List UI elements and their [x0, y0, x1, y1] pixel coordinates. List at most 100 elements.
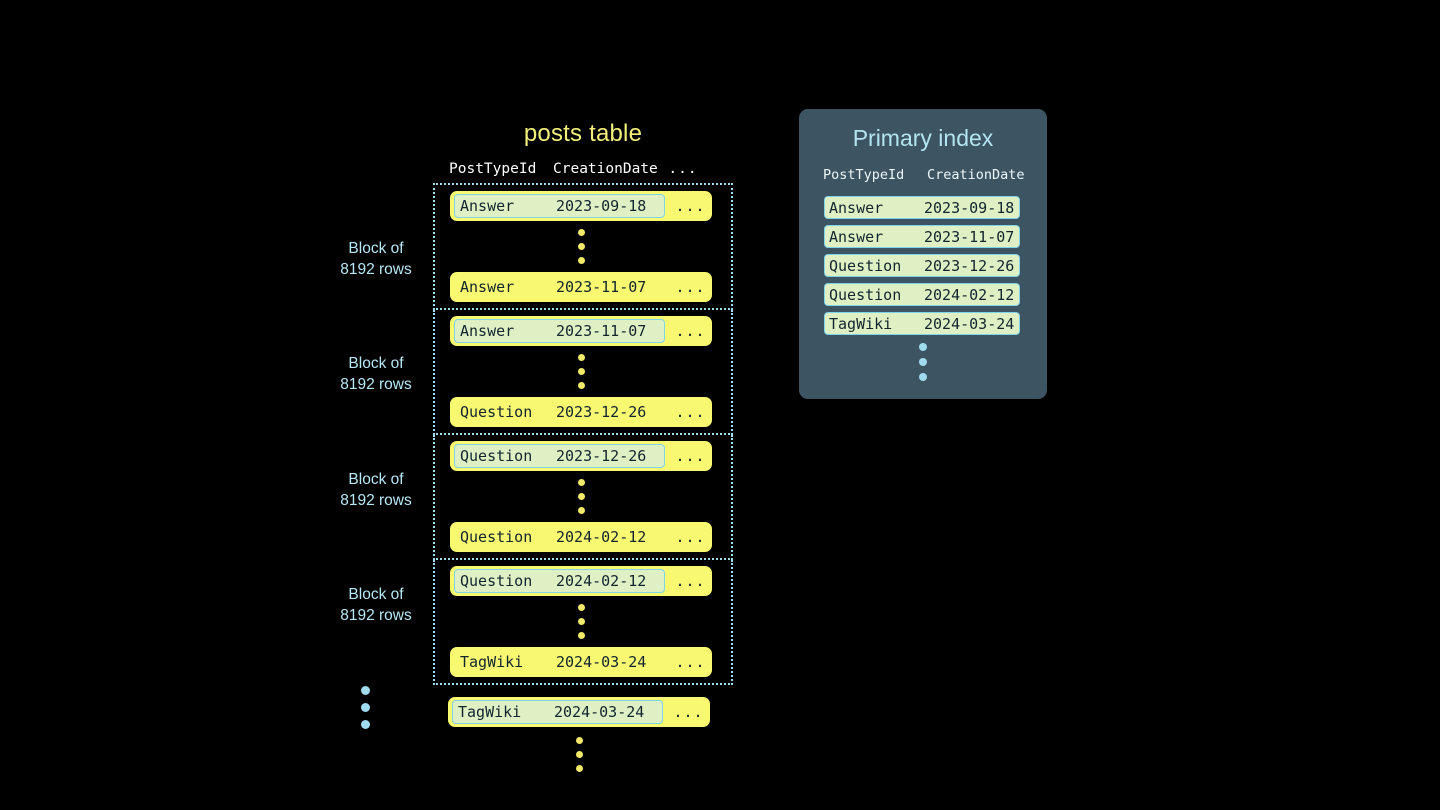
cell-posttypeid: Question [460, 572, 533, 590]
block-label-line1: Block of [348, 355, 404, 372]
index-continuation-dots [799, 343, 1047, 381]
index-mark-row: Question 2024-02-12 [824, 283, 1020, 306]
table-row: Question 2023-12-26 ... [450, 441, 712, 471]
cell-creationdate: 2024-02-12 [556, 528, 647, 546]
column-header-posttypeid: PostTypeId [449, 161, 537, 177]
cell-ellipsis: ... [675, 322, 706, 340]
cell-creationdate: 2023-12-26 [556, 447, 647, 465]
column-header-creationdate: CreationDate [927, 167, 1025, 183]
dot-icon [919, 358, 927, 366]
cell-posttypeid: Answer [460, 197, 515, 215]
table-row: Question 2023-12-26 ... [450, 397, 712, 427]
dot-icon [919, 373, 927, 381]
posts-table-title: posts table [523, 120, 643, 147]
dot-icon [577, 243, 585, 250]
dot-icon [575, 765, 583, 772]
granule-block: Answer 2023-09-18 ... Answer 2023-11-07 … [433, 183, 733, 310]
block-label-line2: 8192 rows [340, 607, 412, 624]
cell-creationdate: 2024-03-24 [556, 653, 647, 671]
dot-icon [577, 604, 585, 611]
table-row: Answer 2023-11-07 ... [450, 272, 712, 302]
row-continuation-dots [450, 221, 712, 272]
row-mark-box: Answer 2023-09-18 [454, 194, 665, 218]
cell-creationdate: 2023-12-26 [924, 256, 1015, 275]
table-row: TagWiki 2024-03-24 ... [450, 647, 712, 677]
row-continuation-dots [450, 346, 712, 397]
cell-ellipsis: ... [675, 278, 706, 296]
dot-icon [361, 720, 370, 729]
block-label: Block of 8192 rows [301, 469, 451, 511]
dot-icon [577, 257, 585, 264]
cell-posttypeid: Question [460, 528, 533, 546]
dot-icon [361, 703, 370, 712]
block-label-line1: Block of [348, 240, 404, 257]
block-label: Block of 8192 rows [301, 584, 451, 626]
row-cells: Answer 2023-11-07 [454, 275, 665, 299]
cell-creationdate: 2023-11-07 [924, 227, 1015, 246]
column-header-creationdate: CreationDate [553, 161, 658, 177]
cell-posttypeid: TagWiki [829, 314, 893, 333]
cell-creationdate: 2024-03-24 [924, 314, 1015, 333]
cell-creationdate: 2024-02-12 [924, 285, 1015, 304]
primary-index-title: Primary index [852, 125, 994, 151]
cell-ellipsis: ... [675, 528, 706, 546]
block-label-line2: 8192 rows [340, 492, 412, 509]
row-mark-box: TagWiki 2024-03-24 [452, 700, 663, 724]
cell-posttypeid: Answer [460, 278, 515, 296]
block-label: Block of 8192 rows [301, 353, 451, 395]
cell-posttypeid: Question [829, 285, 902, 304]
cell-ellipsis: ... [675, 447, 706, 465]
cell-posttypeid: Answer [460, 322, 515, 340]
dot-icon [575, 737, 583, 744]
block-label-line2: 8192 rows [340, 376, 412, 393]
dot-icon [575, 751, 583, 758]
cell-ellipsis: ... [675, 572, 706, 590]
table-row: Answer 2023-11-07 ... [450, 316, 712, 346]
cell-posttypeid: TagWiki [460, 653, 524, 671]
column-header-ellipsis: ... [668, 161, 698, 177]
cell-ellipsis: ... [673, 703, 704, 721]
table-row: Question 2024-02-12 ... [450, 522, 712, 552]
cell-creationdate: 2023-09-18 [924, 198, 1015, 217]
row-mark-box: Question 2024-02-12 [454, 569, 665, 593]
cell-posttypeid: Question [829, 256, 902, 275]
table-row: TagWiki 2024-03-24 ... [448, 697, 710, 727]
dot-icon [577, 618, 585, 625]
dot-icon [577, 493, 585, 500]
block-label-line1: Block of [348, 586, 404, 603]
row-continuation-dots [450, 596, 712, 647]
dot-icon [361, 686, 370, 695]
dot-icon [577, 382, 585, 389]
granule-block: Question 2023-12-26 ... Question 2024-02… [433, 435, 733, 560]
cell-posttypeid: TagWiki [458, 703, 522, 721]
cell-creationdate: 2023-11-07 [556, 322, 647, 340]
dot-icon [577, 507, 585, 514]
row-continuation-dots [450, 471, 712, 522]
cell-creationdate: 2024-02-12 [556, 572, 647, 590]
block-continuation-dots [361, 686, 370, 729]
table-row: Answer 2023-09-18 ... [450, 191, 712, 221]
cell-ellipsis: ... [675, 653, 706, 671]
table-row: Question 2024-02-12 ... [450, 566, 712, 596]
dot-icon [577, 229, 585, 236]
index-mark-row: Answer 2023-11-07 [824, 225, 1020, 248]
posts-table-column-headers: PostTypeId CreationDate ... [433, 161, 733, 183]
table-continuation-dots [448, 729, 710, 780]
block-label-line2: 8192 rows [340, 261, 412, 278]
primary-index-column-headers: PostTypeId CreationDate [799, 167, 1047, 183]
dot-icon [577, 632, 585, 639]
index-mark-row: Question 2023-12-26 [824, 254, 1020, 277]
granule-block: Answer 2023-11-07 ... Question 2023-12-2… [433, 310, 733, 435]
cell-creationdate: 2023-09-18 [556, 197, 647, 215]
cell-ellipsis: ... [675, 197, 706, 215]
cell-posttypeid: Question [460, 403, 533, 421]
primary-index-panel: Primary index PostTypeId CreationDate An… [799, 109, 1047, 399]
row-cells: Question 2024-02-12 [454, 525, 665, 549]
cell-creationdate: 2023-11-07 [556, 278, 647, 296]
row-mark-box: Question 2023-12-26 [454, 444, 665, 468]
row-cells: TagWiki 2024-03-24 [454, 650, 665, 674]
granule-block: Question 2024-02-12 ... TagWiki 2024-03-… [433, 560, 733, 685]
index-mark-row: TagWiki 2024-03-24 [824, 312, 1020, 335]
index-mark-row: Answer 2023-09-18 [824, 196, 1020, 219]
row-cells: Question 2023-12-26 [454, 400, 665, 424]
